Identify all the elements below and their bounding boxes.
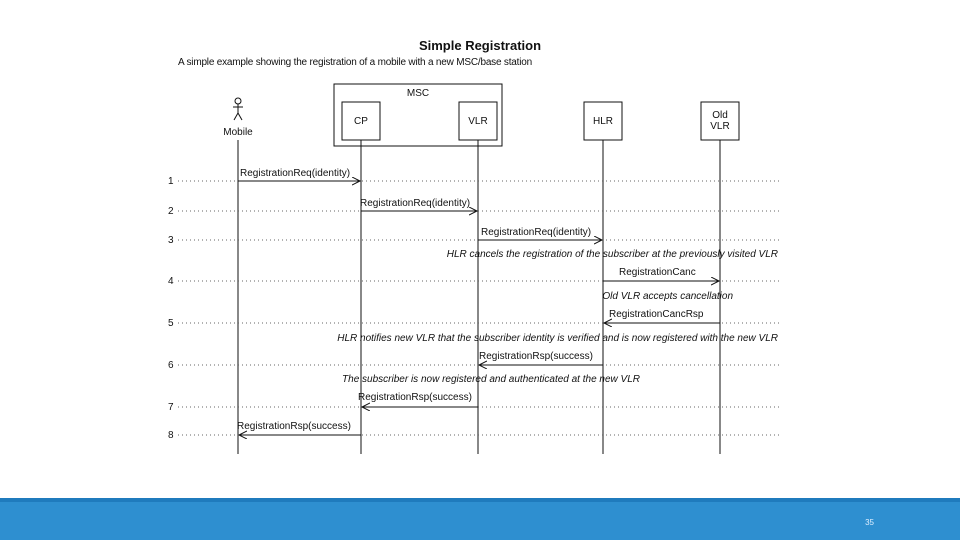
participant-old-vlr-box <box>700 101 740 141</box>
message-label: RegistrationReq(identity) <box>360 198 470 209</box>
note-text: The subscriber is now registered and aut… <box>342 374 640 385</box>
diagram-subtitle: A simple example showing the registratio… <box>178 57 532 68</box>
participant-hlr-label: HLR <box>593 116 613 127</box>
footer-bar <box>0 498 960 540</box>
participant-mobile-label: Mobile <box>223 127 253 138</box>
message-label: RegistrationReq(identity) <box>481 227 591 238</box>
step-number: 4 <box>168 276 174 287</box>
page-number: 35 <box>865 518 874 527</box>
message-label: RegistrationRsp(success) <box>237 421 351 432</box>
participant-vlr-label: VLR <box>468 116 487 127</box>
msc-box <box>333 83 503 147</box>
step-number: 2 <box>168 206 174 217</box>
step-number: 7 <box>168 402 174 413</box>
mobile-actor-icon <box>233 97 243 121</box>
note-text: HLR notifies new VLR that the subscriber… <box>337 333 778 344</box>
step-number: 3 <box>168 235 174 246</box>
step-number: 6 <box>168 360 174 371</box>
participant-cp-label: CP <box>354 116 368 127</box>
footer-strip <box>0 498 960 502</box>
message-label: RegistrationRsp(success) <box>358 392 472 403</box>
message-label: RegistrationCanc <box>619 267 696 278</box>
step-number: 5 <box>168 318 174 329</box>
step-number: 8 <box>168 430 174 441</box>
note-text: Old VLR accepts cancellation <box>602 291 733 302</box>
step-number: 1 <box>168 176 174 187</box>
participant-cp-box <box>341 101 381 141</box>
diagram-title: Simple Registration <box>418 38 542 53</box>
note-text: HLR cancels the registration of the subs… <box>447 249 778 260</box>
message-label: RegistrationReq(identity) <box>240 168 350 179</box>
message-label: RegistrationCancRsp <box>609 309 704 320</box>
message-label: RegistrationRsp(success) <box>479 351 593 362</box>
msc-label: MSC <box>407 88 429 99</box>
